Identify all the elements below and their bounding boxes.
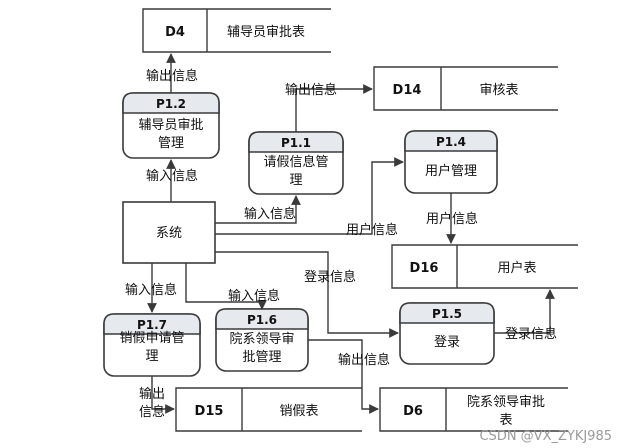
flow-label-login-info-d16: 登录信息 [505,326,557,342]
flow-arrow-sys-p14 [215,157,404,235]
data-store-d15: D15 销假表 [175,387,362,432]
flow-label-login-info-sys: 登录信息 [304,269,356,285]
process-p1-7-line1: 销假申请管 [119,331,184,346]
flow-lines [147,53,555,414]
watermark: CSDN @VX_ZYKJ985 [479,429,612,444]
process-p1-2-line2: 管理 [158,136,184,151]
store-d6-name-line1: 院系领导审批 [467,395,545,410]
store-d15-id: D15 [195,404,224,419]
flow-label-user-info-d16: 用户信息 [426,211,478,227]
process-p1-7-line2: 理 [145,349,158,364]
process-p1-4-id: P1.4 [436,135,466,149]
store-d16-id: D16 [410,261,439,276]
data-store-d16: D16 用户表 [391,244,578,289]
flow-arrow-sys-p16 [185,263,267,310]
process-p1-2-id: P1.2 [156,97,186,111]
entity-system: 系统 [122,201,216,264]
flow-label-in-p11: 输入信息 [244,206,296,222]
process-p1-2: P1.2 辅导员审批 管理 [122,92,220,159]
flow-arrow-sys-p11 [215,195,301,224]
process-p1-5: P1.5 登录 [399,302,495,365]
store-d6-id: D6 [403,404,423,419]
flow-arrow-p17-d15 [151,376,175,414]
process-p1-2-line1: 辅导员审批 [138,118,203,133]
process-p1-4: P1.4 用户管理 [404,130,498,194]
process-p1-5-id: P1.5 [432,307,462,321]
flow-arrow-p16-d6 [308,339,379,414]
data-store-d6: D6 院系领导审批 表 [379,387,568,432]
flow-arrow-p15-d16 [494,289,555,334]
store-d4-id: D4 [165,25,185,40]
flow-label-out-d14: 输出信息 [285,82,337,98]
flow-label-out-d15-line2: 信息 [139,404,165,420]
store-d14-name: 审核表 [479,83,518,98]
process-p1-7-id: P1.7 [137,318,167,332]
process-p1-6: P1.6 院系领导审 批管理 [215,308,309,372]
store-d16-name: 用户表 [497,260,536,276]
process-p1-1: P1.1 请假信息管 理 [248,131,344,195]
flow-label-in-p17: 输入信息 [125,282,177,298]
entity-system-name: 系统 [156,226,182,241]
flow-arrow-sys-p15 [215,251,399,338]
flow-arrow-p11-d14 [295,84,373,132]
store-d14-id: D14 [393,83,422,98]
process-p1-4-line1: 用户管理 [425,163,477,179]
process-p1-1-line1: 请假信息管 [263,154,328,170]
flow-label-in-p12: 输入信息 [146,168,198,184]
flow-label-out-d4: 输出信息 [146,68,198,84]
process-p1-6-line1: 院系领导审 [229,332,294,347]
process-p1-6-line2: 批管理 [242,350,281,365]
process-p1-7: P1.7 销假申请管 理 [103,313,201,377]
process-p1-1-id: P1.1 [281,136,311,150]
process-p1-5-line1: 登录 [434,335,460,350]
flow-label-out-d6: 输出信息 [338,352,390,368]
flow-label-in-p16: 输入信息 [228,288,280,304]
flow-label-out-d15-line1: 输出 [139,386,165,402]
process-p1-1-line2: 理 [289,173,302,188]
flow-label-user-info-p14: 用户信息 [346,222,398,238]
data-store-d14: D14 审核表 [373,66,558,111]
store-d6-name-line2: 表 [499,413,512,428]
store-d15-name: 销假表 [279,404,318,419]
flow-labels: 输出信息 输入信息 输出信息 输入信息 用户信息 用户信息 登录信息 登录信息 … [125,68,557,420]
store-d4-name: 辅导员审批表 [227,25,305,40]
data-store-d4: D4 辅导员审批表 [142,8,331,53]
process-p1-6-id: P1.6 [247,313,277,327]
